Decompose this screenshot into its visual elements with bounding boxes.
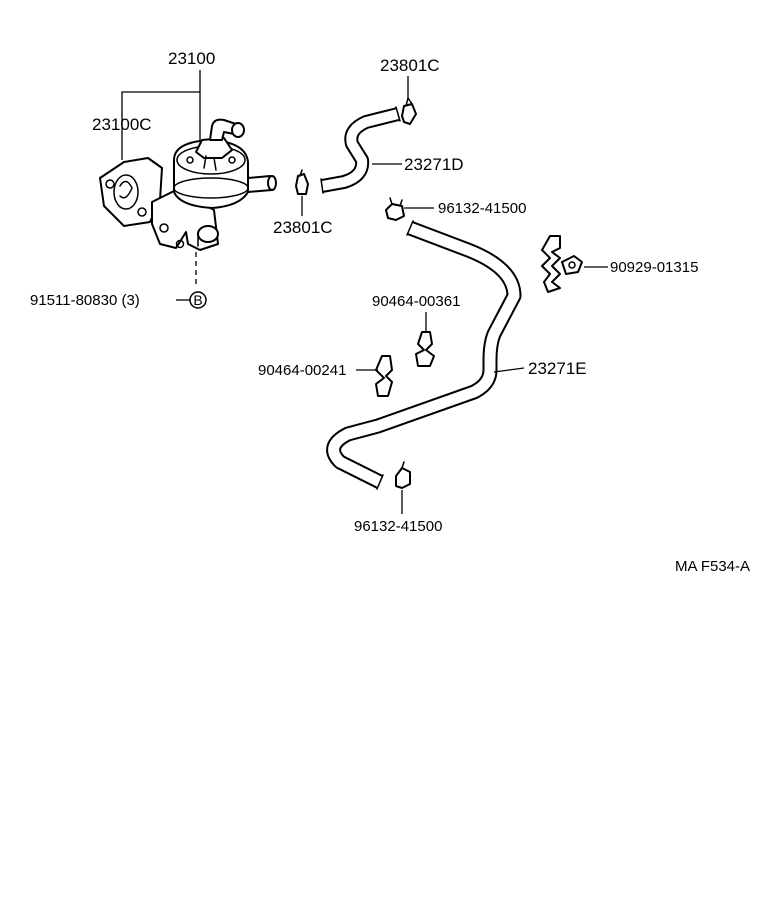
pump-side-nipple (247, 175, 277, 193)
clip-23801c-mid (295, 169, 309, 195)
label-23271e: 23271E (528, 359, 587, 378)
label-23271d: 23271D (404, 155, 464, 174)
leader-23100-bracket (121, 91, 201, 140)
label-23100c: 23100C (92, 115, 152, 134)
label-91511: 91511-80830 (3) (30, 292, 140, 309)
label-96132-top: 96132-41500 (438, 200, 526, 217)
clip-90464-00241 (375, 355, 393, 397)
bolt-91511: B (176, 291, 207, 309)
hose-23271e (326, 220, 522, 490)
clip-23801c-top (401, 97, 417, 125)
label-23100: 23100 (168, 49, 215, 68)
label-90464-00361: 90464-00361 (372, 293, 460, 310)
pump-top-cover (195, 118, 245, 171)
label-23801c-top: 23801C (380, 56, 440, 75)
bolt-symbol-letter: B (193, 292, 202, 308)
label-90929: 90929-01315 (610, 259, 698, 276)
hose-23271d (320, 106, 401, 194)
diagram-reference-code: MA F534-A (675, 558, 750, 575)
label-96132-bottom: 96132-41500 (354, 518, 442, 535)
clamp-96132-top (385, 197, 405, 221)
label-23801c-mid: 23801C (273, 218, 333, 237)
leader-23271e (493, 367, 525, 373)
bolt-symbol (189, 291, 207, 309)
clamp-96132-bottom (395, 461, 411, 489)
label-90464-00241: 90464-00241 (258, 362, 346, 379)
clip-90464-00361 (415, 331, 435, 367)
fuel-pump-assembly (99, 118, 277, 288)
clamp-90929 (541, 235, 583, 293)
